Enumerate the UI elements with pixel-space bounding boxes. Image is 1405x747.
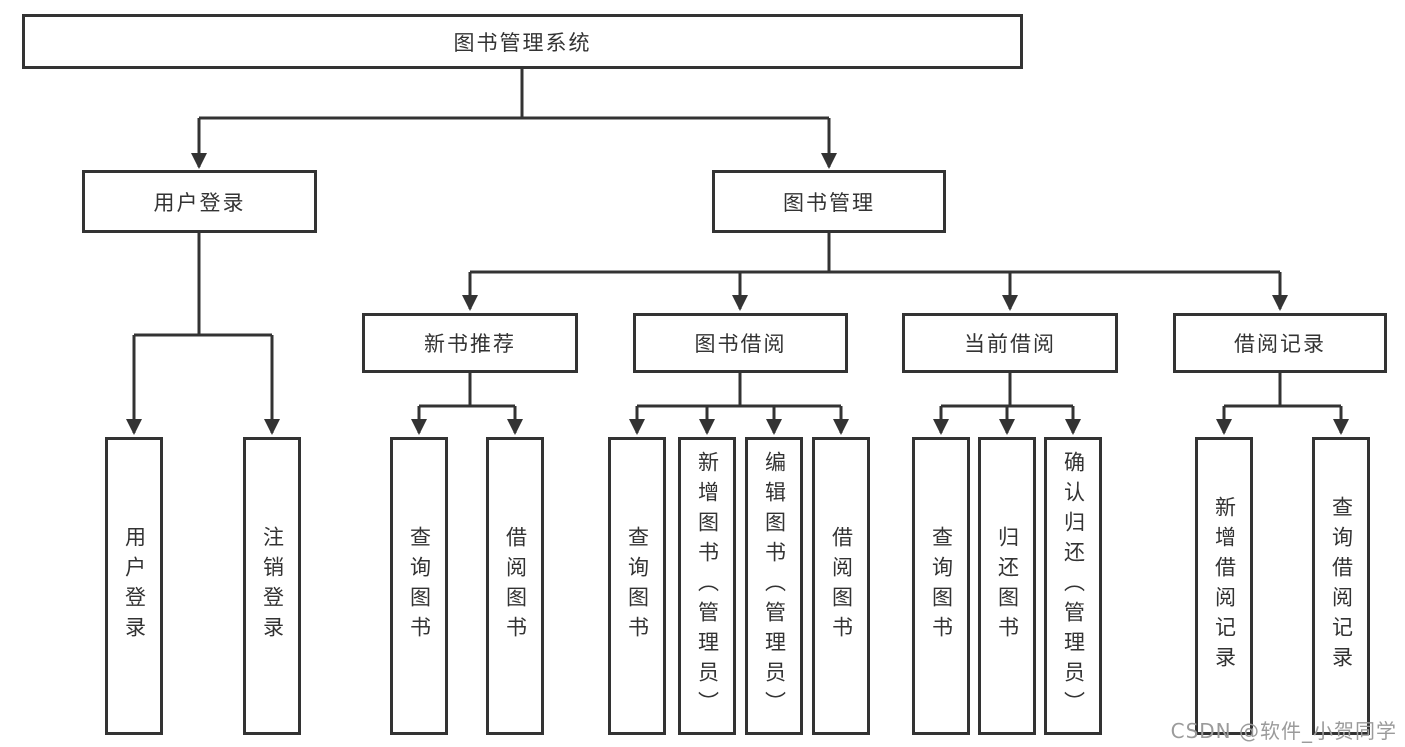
leaf-borrow-books-borrowing: 借阅图书 <box>812 437 870 735</box>
leaf-query-borrow-record: 查询借阅记录 <box>1312 437 1370 735</box>
leaf-query-books-recommend-label: 查询图书 <box>407 526 432 646</box>
leaf-return-books: 归还图书 <box>978 437 1036 735</box>
leaf-query-books-recommend: 查询图书 <box>390 437 448 735</box>
leaf-borrow-books-recommend: 借阅图书 <box>486 437 544 735</box>
node-root: 图书管理系统 <box>22 14 1023 69</box>
leaf-query-borrow-record-label: 查询借阅记录 <box>1329 496 1354 676</box>
leaf-query-books-borrowing: 查询图书 <box>608 437 666 735</box>
connector-root-rail <box>199 69 829 120</box>
leaf-confirm-return-admin-label: 确认归还（管理员） <box>1061 451 1086 721</box>
connector-book-borrowing-rail <box>637 373 841 408</box>
watermark: CSDN @软件_小贺同学 <box>1170 719 1397 743</box>
leaf-edit-book-admin-label: 编辑图书（管理员） <box>762 451 787 721</box>
leaf-confirm-return-admin: 确认归还（管理员） <box>1044 437 1102 735</box>
connector-borrowing-records-rail <box>1224 373 1341 408</box>
leaf-return-books-label: 归还图书 <box>995 526 1020 646</box>
leaf-add-borrow-record: 新增借阅记录 <box>1195 437 1253 735</box>
node-current-borrowing: 当前借阅 <box>902 313 1118 373</box>
leaf-add-borrow-record-label: 新增借阅记录 <box>1212 496 1237 676</box>
node-book-borrowing-label: 图书借阅 <box>694 332 787 356</box>
node-user-login-label: 用户登录 <box>153 190 246 215</box>
leaf-query-books-borrowing-label: 查询图书 <box>625 526 650 646</box>
connector-new-book-rail <box>419 373 515 408</box>
node-book-management-label: 图书管理 <box>783 190 875 215</box>
node-book-management: 图书管理 <box>712 170 946 233</box>
leaf-edit-book-admin: 编辑图书（管理员） <box>745 437 803 735</box>
leaf-user-login-label: 用户登录 <box>122 526 147 646</box>
connector-user-login-rail <box>134 233 272 337</box>
connector-book-management-rail <box>470 233 1280 274</box>
node-root-label: 图书管理系统 <box>453 30 592 55</box>
node-current-borrowing-label: 当前借阅 <box>964 332 1056 356</box>
leaf-logout-label: 注销登录 <box>260 526 285 646</box>
node-new-book-recommend-label: 新书推荐 <box>424 332 516 356</box>
leaf-borrow-books-recommend-label: 借阅图书 <box>503 526 528 646</box>
node-new-book-recommend: 新书推荐 <box>362 313 578 373</box>
leaf-add-book-admin-label: 新增图书（管理员） <box>695 451 720 721</box>
leaf-logout: 注销登录 <box>243 437 301 735</box>
node-borrowing-records: 借阅记录 <box>1173 313 1387 373</box>
node-book-borrowing: 图书借阅 <box>633 313 848 373</box>
node-user-login: 用户登录 <box>82 170 317 233</box>
leaf-borrow-books-borrowing-label: 借阅图书 <box>829 526 854 646</box>
leaf-query-books-current: 查询图书 <box>912 437 970 735</box>
leaf-user-login: 用户登录 <box>105 437 163 735</box>
leaf-query-books-current-label: 查询图书 <box>929 526 954 646</box>
node-borrowing-records-label: 借阅记录 <box>1234 332 1326 356</box>
leaf-add-book-admin: 新增图书（管理员） <box>678 437 736 735</box>
connector-current-borrowing-rail <box>941 373 1073 408</box>
